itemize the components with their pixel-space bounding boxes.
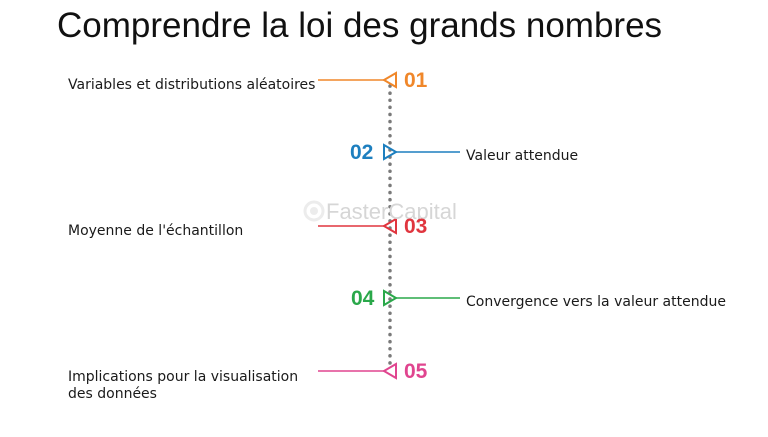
step-04-label: Convergence vers la valeur attendue (466, 294, 726, 310)
step-05-marker (382, 362, 397, 380)
step-05-label: Implications pour la visualisation des d… (68, 369, 299, 402)
step-03-marker (382, 217, 397, 235)
step-01-marker (382, 71, 397, 89)
step-02-marker (383, 143, 398, 161)
step-01-number: 01 (404, 69, 428, 92)
step-02-number: 02 (350, 141, 374, 164)
watermark-logo-icon (303, 200, 325, 222)
step-04-marker (383, 289, 398, 307)
watermark: FasterCapital (326, 199, 457, 224)
step-01-label: Variables et distributions aléatoires (68, 77, 316, 93)
step-02-label: Valeur attendue (466, 148, 579, 164)
diagram-title: Comprendre la loi des grands nombres (57, 6, 663, 45)
step-03-number: 03 (404, 215, 428, 238)
step-03-label: Moyenne de l'échantillon (68, 223, 244, 239)
step-05-number: 05 (404, 360, 428, 383)
step-04-number: 04 (351, 287, 375, 310)
